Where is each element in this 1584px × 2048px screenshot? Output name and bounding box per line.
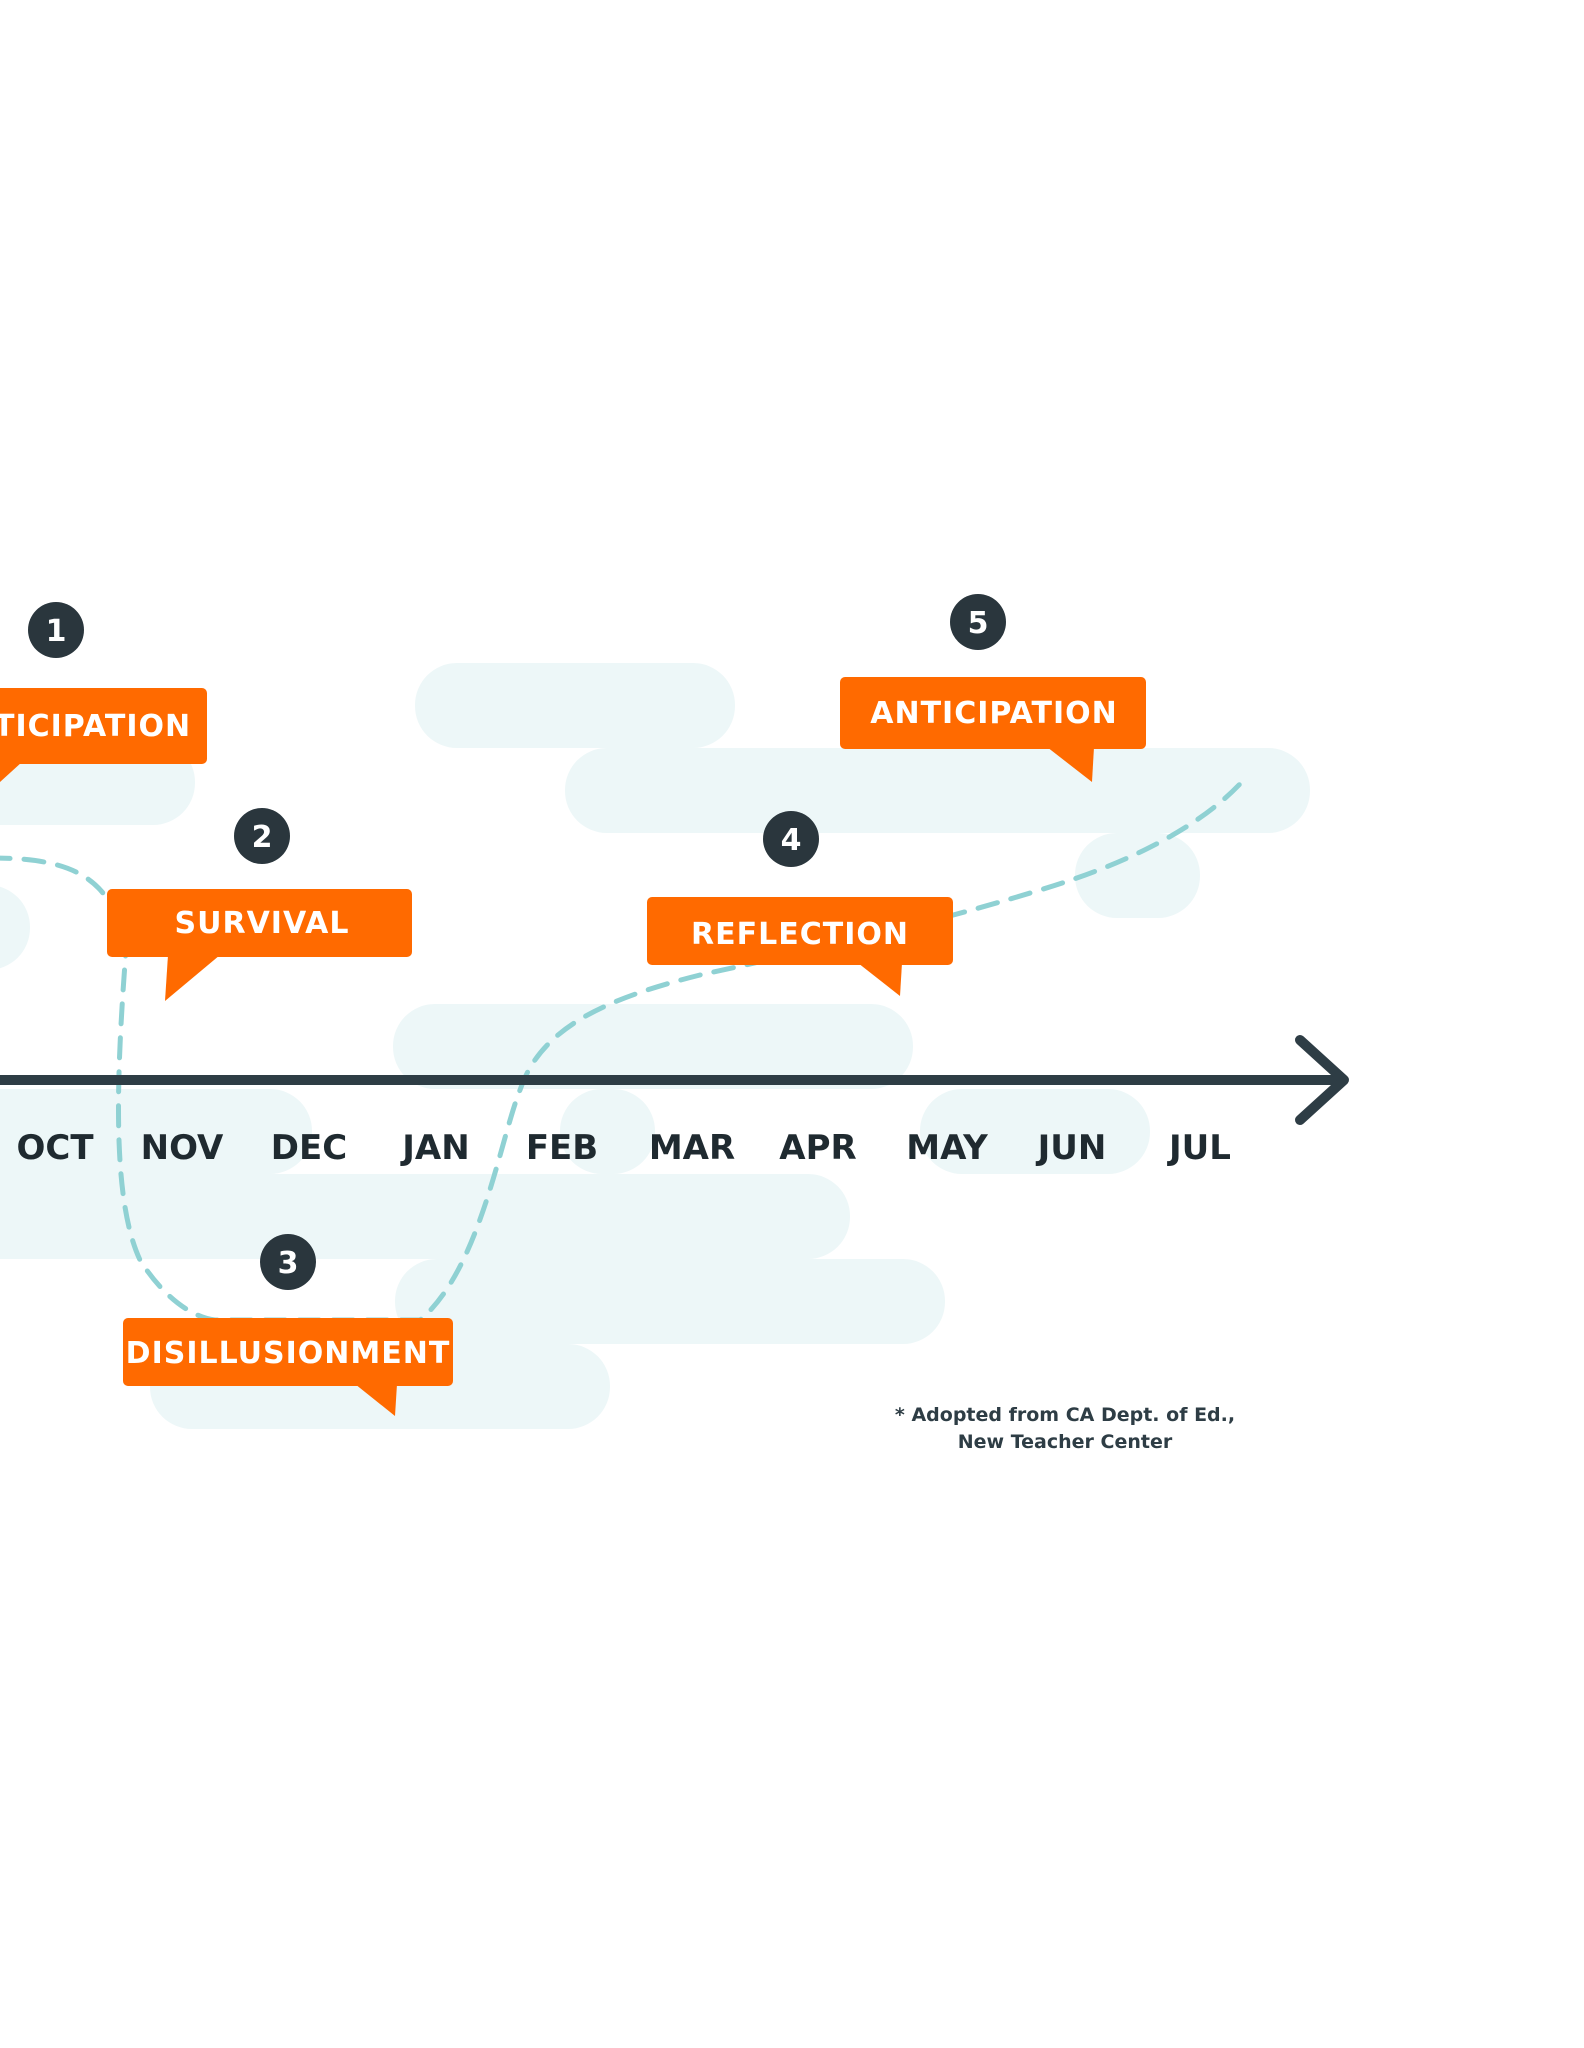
source-note-line-1: * Adopted from CA Dept. of Ed., [894, 1404, 1236, 1426]
phase-callout [123, 1318, 453, 1386]
cloud-band [0, 886, 30, 969]
phase-number-badge [260, 1234, 316, 1290]
month-label: OCT [16, 1128, 94, 1168]
month-label: JUL [1167, 1128, 1231, 1168]
month-labels: OCT NOV DEC JAN FEB MAR APR MAY JUN JUL [16, 1128, 1231, 1168]
arrow-right-icon [1295, 1035, 1349, 1125]
callout-tail [165, 955, 220, 1001]
phase-label: ANTICIPATION [870, 696, 1118, 731]
phase-4: 4 REFLECTION [647, 811, 953, 996]
month-label: JAN [400, 1128, 469, 1168]
callout-tail [858, 963, 902, 996]
phase-callout [647, 897, 953, 965]
phase-label: DISILLUSIONMENT [126, 1336, 451, 1371]
callout-tail [1047, 747, 1094, 782]
cloud-band [393, 1004, 913, 1089]
phase-5: 5 ANTICIPATION [840, 594, 1146, 782]
cloud-band [395, 1259, 945, 1344]
phase-3: 3 DISILLUSIONMENT [123, 1234, 453, 1416]
phase-1: 1 TICIPATION [0, 602, 207, 782]
cloud-band [920, 1089, 1150, 1174]
callout-tail [0, 762, 22, 782]
phase-label: TICIPATION [0, 709, 191, 744]
cloud-band [415, 663, 735, 748]
phase-number: 4 [781, 823, 802, 858]
month-label: MAY [906, 1128, 988, 1168]
phase-label: REFLECTION [691, 917, 909, 952]
morale-curve [0, 772, 1251, 1323]
phase-callout [840, 677, 1146, 749]
source-note-line-2: New Teacher Center [957, 1431, 1173, 1453]
phase-number: 1 [46, 614, 67, 649]
month-label: JUN [1036, 1128, 1107, 1168]
source-note: * Adopted from CA Dept. of Ed., New Teac… [880, 1402, 1250, 1456]
phase-number: 5 [968, 606, 989, 641]
phase-callout [107, 889, 412, 957]
cloud-band [0, 1174, 850, 1259]
cloud-band [1075, 833, 1200, 918]
phase-number-badge [950, 594, 1006, 650]
phase-number: 2 [252, 820, 273, 855]
callout-tail [355, 1384, 397, 1416]
phase-number-badge [28, 602, 84, 658]
month-label: APR [779, 1128, 856, 1168]
phase-number-badge [763, 811, 819, 867]
cloud-band [0, 1089, 312, 1174]
month-label: NOV [141, 1128, 224, 1168]
phase-number-badge [234, 808, 290, 864]
month-label: FEB [526, 1128, 598, 1168]
background-clouds [0, 663, 1310, 1429]
month-label: MAR [649, 1128, 735, 1168]
phase-label: SURVIVAL [175, 906, 350, 941]
phase-number: 3 [278, 1246, 299, 1281]
cloud-band [565, 748, 1310, 833]
month-label: DEC [271, 1128, 347, 1168]
phase-2: 2 SURVIVAL [107, 808, 412, 1001]
cloud-band [560, 1089, 655, 1174]
phase-callout [0, 688, 207, 764]
